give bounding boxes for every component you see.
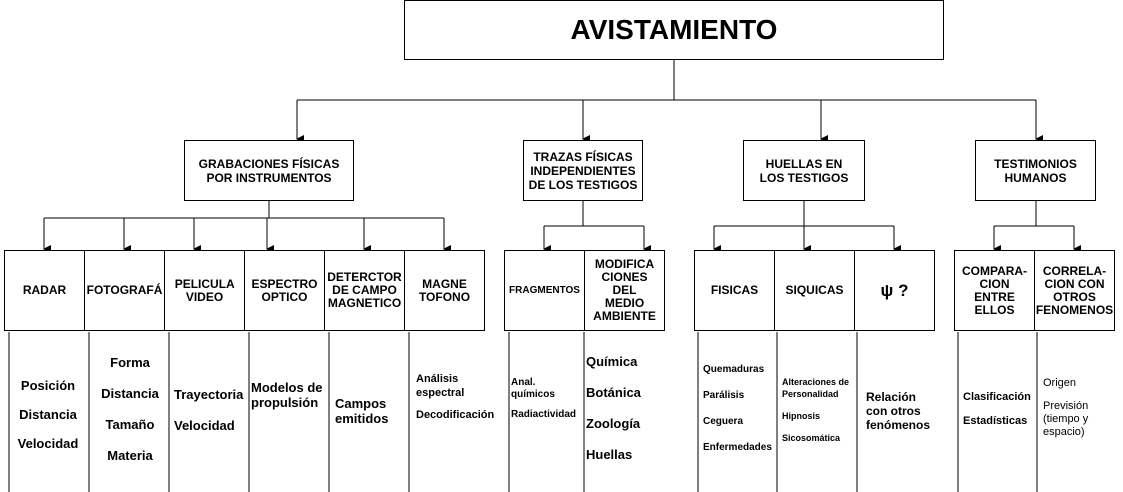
detail-magnetofono: Análisis espectral Decodificación <box>416 372 508 422</box>
detail-item: Enfermedades <box>703 442 772 453</box>
leaf-espectro-optico: ESPECTRO OPTICO <box>244 250 325 331</box>
diagram-title: AVISTAMIENTO <box>404 0 944 60</box>
detail-item: Hipnosis <box>782 411 821 421</box>
detail-siquicas: Alteraciones de Personalidad Hipnosis Si… <box>782 376 860 444</box>
detail-item: Clasificación <box>963 391 1031 403</box>
detail-correlacion: Origen Previsión (tiempo y espacio) <box>1043 377 1119 439</box>
leaf-comparacion: COMPARA- CION ENTRE ELLOS <box>954 250 1035 331</box>
leaf-radar: RADAR <box>4 250 85 331</box>
detail-item: Huellas <box>586 447 633 462</box>
category-grabaciones: GRABACIONES FÍSICAS POR INSTRUMENTOS <box>184 140 354 201</box>
detail-item: Zoología <box>586 416 641 431</box>
detail-detector: Campos emitidos <box>335 396 389 426</box>
detail-comparacion: Clasificación Estadísticas <box>963 391 1035 427</box>
leaf-siquicas: SIQUICAS <box>774 250 855 331</box>
detail-item: Materia <box>107 448 153 463</box>
detail-item: Origen <box>1043 377 1077 389</box>
leaf-fragmentos: FRAGMENTOS <box>504 250 585 331</box>
detail-item: Decodificación <box>416 409 495 421</box>
leaf-detector-campo: DETERCTOR DE CAMPO MAGNETICO <box>324 250 405 331</box>
leaf-psi: ψ ? <box>854 250 935 331</box>
detail-item: Sicosomática <box>782 433 841 443</box>
detail-radar: Posición Distancia Velocidad <box>8 378 88 451</box>
detail-item: Previsión (tiempo y espacio) <box>1043 400 1089 438</box>
detail-item: Trayectoria <box>174 387 244 402</box>
detail-item: Velocidad <box>174 418 235 433</box>
leaf-pelicula-video: PELICULA VIDEO <box>164 250 245 331</box>
detail-modificaciones: Química Botánica Zoología Huellas <box>586 354 666 462</box>
detail-item: Parálisis <box>703 390 745 401</box>
category-testimonios: TESTIMONIOS HUMANOS <box>975 140 1096 201</box>
detail-pelicula: Trayectoria Velocidad <box>174 387 252 433</box>
detail-item: Análisis espectral <box>416 373 465 399</box>
detail-item: Anal. químicos <box>511 377 555 400</box>
detail-item: Estadísticas <box>963 415 1028 427</box>
leaf-fisicas: FISICAS <box>694 250 775 331</box>
leaf-magnetofono: MAGNE TOFONO <box>404 250 485 331</box>
detail-item: Posición <box>20 378 76 393</box>
detail-item: Química <box>586 354 638 369</box>
detail-item: Ceguera <box>703 416 744 427</box>
detail-espectro: Modelos de propulsión <box>251 380 323 410</box>
detail-item: Distancia <box>19 407 77 422</box>
leaf-fotografia: FOTOGRAFÁ <box>84 250 165 331</box>
detail-fotografia: Forma Distancia Tamaño Materia <box>90 355 170 463</box>
detail-item: Radiactividad <box>511 409 577 420</box>
detail-fragmentos: Anal. químicos Radiactividad <box>511 377 584 421</box>
detail-psi: Relación con otros fenómenos <box>866 390 931 432</box>
detail-item: Alteraciones de Personalidad <box>782 377 850 399</box>
detail-item: Tamaño <box>105 417 155 432</box>
detail-fisicas: Quemaduras Parálisis Ceguera Enfermedade… <box>703 364 779 453</box>
detail-item: Forma <box>110 355 150 370</box>
detail-item: Botánica <box>586 385 641 400</box>
category-huellas: HUELLAS EN LOS TESTIGOS <box>743 140 865 201</box>
detail-item: Quemaduras <box>703 364 765 375</box>
leaf-correlacion: CORRELA- CION CON OTROS FENOMENOS <box>1034 250 1115 331</box>
leaf-modificaciones: MODIFICA CIONES DEL MEDIO AMBIENTE <box>584 250 665 331</box>
detail-item: Distancia <box>101 386 159 401</box>
detail-item: Velocidad <box>17 436 79 451</box>
category-trazas: TRAZAS FÍSICAS INDEPENDIENTES DE LOS TES… <box>523 140 643 201</box>
